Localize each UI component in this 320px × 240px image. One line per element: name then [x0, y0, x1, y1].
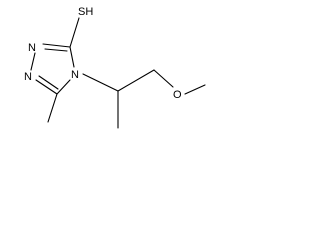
- bond-n1-n2: [30, 52, 36, 71]
- bond-o-methyl: [184, 84, 206, 95]
- bond-c5-n4: [56, 79, 71, 95]
- bond-n1-c5: [35, 79, 58, 95]
- bond-ch2-o: [153, 69, 174, 88]
- bond-n4-ch: [82, 73, 119, 92]
- bond-n1-c5-double: [38, 75, 59, 90]
- bond-c3-n2-double: [44, 48, 68, 52]
- nitrogen-n2-label: N: [28, 42, 36, 54]
- bond-n4-c3: [69, 46, 75, 68]
- bond-ch-ch2: [117, 69, 155, 92]
- thiol-label: SH: [78, 6, 93, 18]
- nitrogen-n1-label: N: [24, 71, 32, 83]
- bond-c3-n2: [42, 43, 71, 48]
- bond-c3-sh: [69, 17, 80, 48]
- bond-c5-methyl: [47, 93, 58, 123]
- nitrogen-n4-label: N: [71, 69, 79, 81]
- oxygen-label: O: [173, 89, 182, 101]
- structure-diagram: SH N N N O: [24, 6, 206, 129]
